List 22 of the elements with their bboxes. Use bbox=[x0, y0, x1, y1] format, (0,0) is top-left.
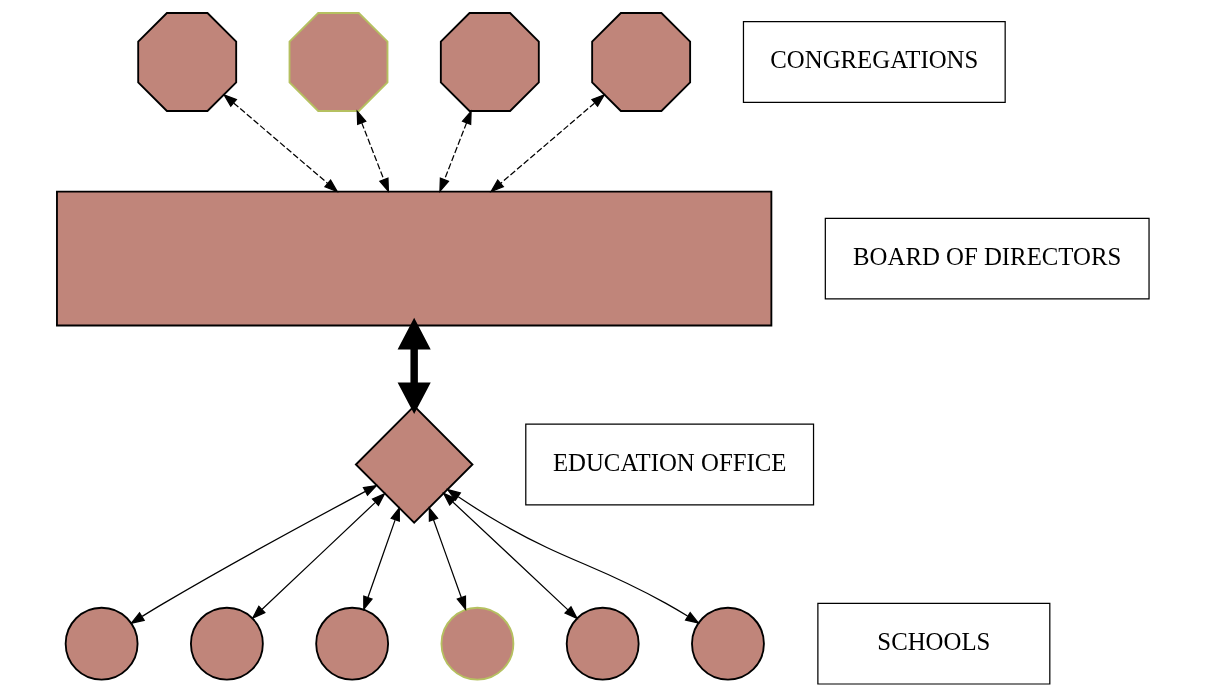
node-circle bbox=[314, 606, 389, 681]
node-circle bbox=[64, 606, 138, 681]
arrow bbox=[438, 109, 472, 193]
arrow bbox=[222, 93, 339, 193]
arrow bbox=[441, 492, 578, 620]
node-box: SCHOOLS bbox=[816, 602, 1050, 685]
arrow bbox=[356, 109, 389, 193]
node-octagon bbox=[439, 12, 540, 112]
node-box: EDUCATION OFFICE bbox=[524, 423, 814, 506]
arrow bbox=[250, 492, 386, 620]
node-box: BOARD OF DIRECTORS bbox=[824, 217, 1150, 300]
arrow bbox=[445, 488, 700, 624]
arrow bbox=[428, 506, 466, 612]
node-circle bbox=[440, 606, 514, 681]
arrow bbox=[129, 484, 378, 625]
arrow bbox=[489, 93, 606, 193]
node-box bbox=[55, 190, 772, 327]
arrow bbox=[397, 317, 431, 415]
arrow bbox=[362, 506, 400, 612]
node-octagon bbox=[288, 12, 388, 112]
node-box: CONGREGATIONS bbox=[742, 21, 1006, 103]
node-circle bbox=[690, 606, 765, 681]
